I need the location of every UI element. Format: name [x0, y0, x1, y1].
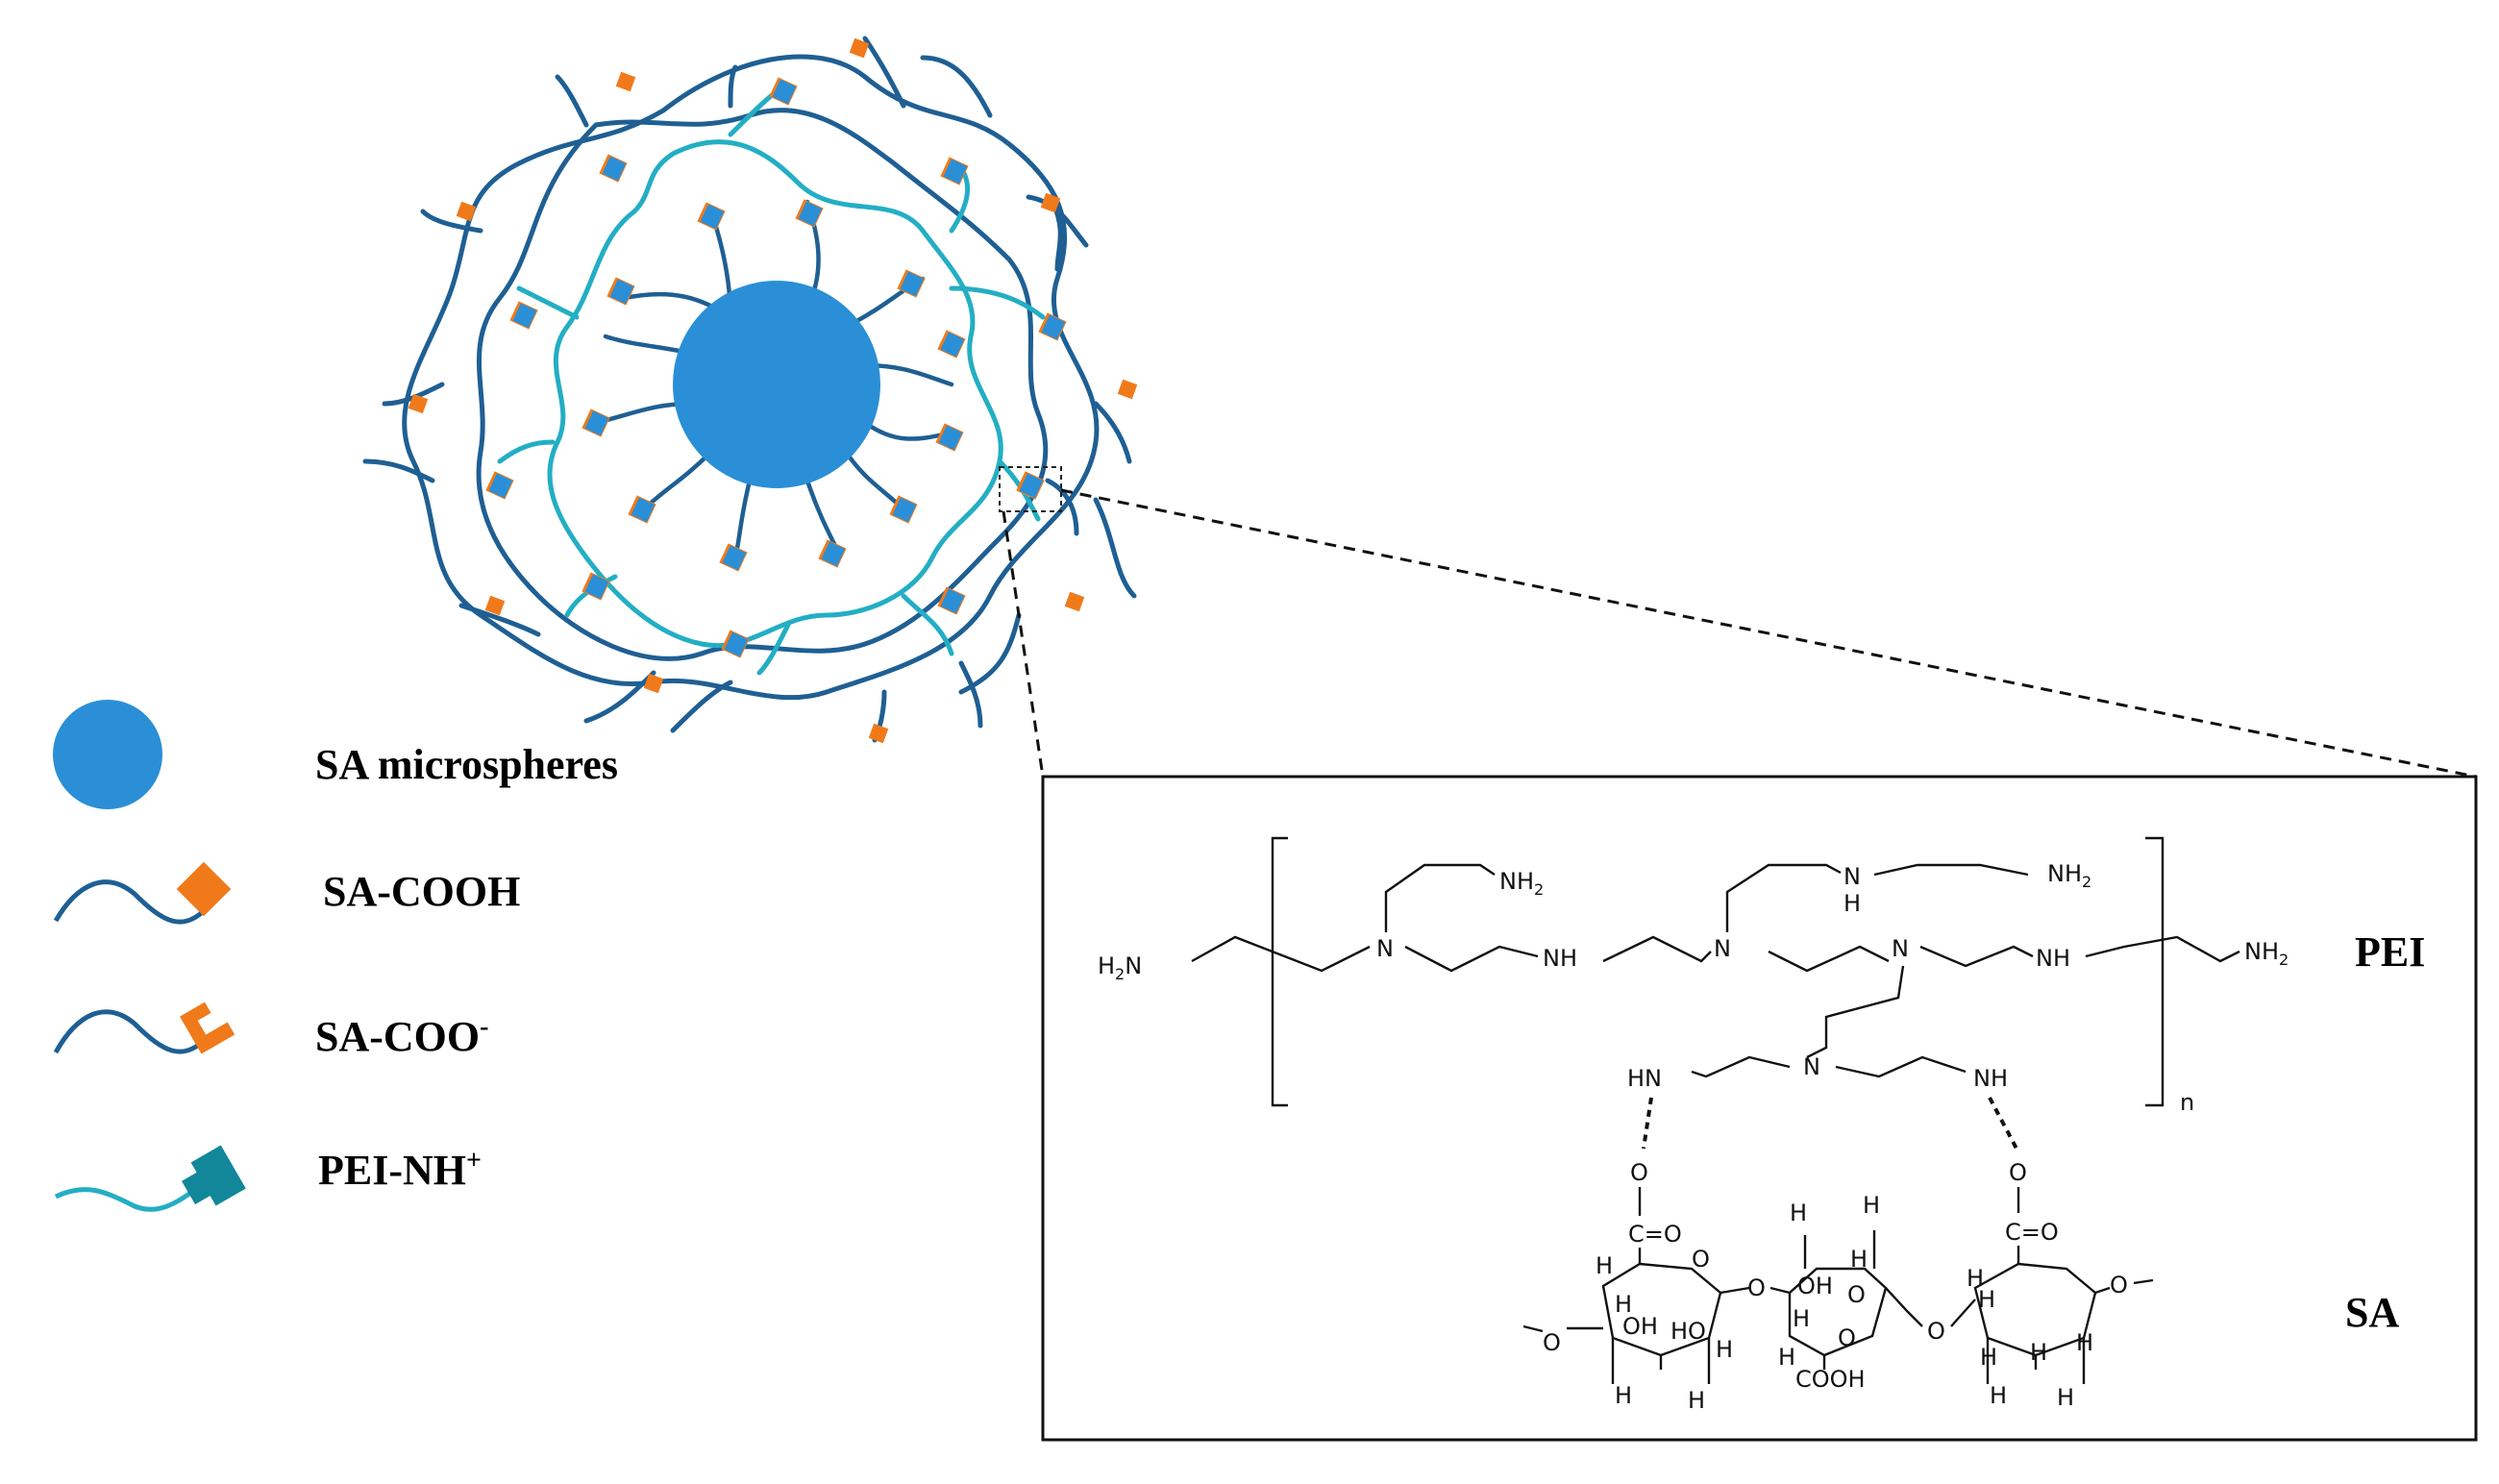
blue-circle-icon — [53, 700, 162, 809]
cooh-marker — [643, 673, 664, 694]
pei-nh2-c: NH2 — [2244, 938, 2289, 969]
cooh-marker — [1064, 591, 1085, 612]
pei-nh-top: N — [1843, 863, 1861, 890]
pei-nh2: NH — [2036, 945, 2070, 972]
pei-n4: N — [1803, 1053, 1820, 1080]
sa-h: H — [2030, 1339, 2047, 1366]
cooh-marker — [849, 37, 870, 59]
hydrogen-bond-left — [1642, 1097, 1653, 1150]
sa-h: H — [1990, 1382, 2007, 1409]
legend-label-sa-coo-text: SA-COO — [315, 1013, 480, 1060]
junction-markers — [485, 77, 1067, 658]
hydrogen-bond-right — [1988, 1097, 2018, 1150]
sa-h: H — [2057, 1384, 2074, 1411]
legend-label-sa-microspheres: SA microspheres — [315, 741, 618, 788]
sa-h: H — [1793, 1305, 1810, 1332]
sa-co-right: C=O — [2005, 1219, 2059, 1246]
legend-item-sa-microspheres: SA microspheres — [53, 700, 618, 809]
pei-structure: n H2N N NH N N NH NH2 NH2 N H NH2 N HN N… — [1098, 836, 2425, 1116]
legend-label-pei-nh: PEI-NH+ — [318, 1146, 482, 1194]
wavy-line-orange-hook-icon — [53, 1002, 235, 1054]
pei-label: PEI — [2355, 928, 2425, 976]
sa-end-o-right: O — [2110, 1272, 2128, 1298]
cooh-marker — [408, 393, 429, 414]
sa-h: H — [1790, 1200, 1807, 1226]
sa-oh2: OH — [1797, 1273, 1833, 1299]
sa-h: H — [1863, 1192, 1880, 1219]
legend-item-sa-cooh: SA-COOH — [53, 861, 520, 925]
cyan-line-teal-node-icon — [54, 1145, 246, 1212]
sa-link-o2: O — [1927, 1318, 1945, 1345]
right-bracket — [2145, 836, 2165, 1107]
cooh-marker — [456, 201, 477, 222]
sa-ring-o1: O — [1692, 1246, 1710, 1273]
legend-label-sa-cooh: SA-COOH — [323, 868, 520, 915]
sa-ring-o2: O — [1847, 1281, 1866, 1308]
legend-label-sa-coo-sup: - — [480, 1012, 488, 1042]
sa-end-o-left: O — [1543, 1329, 1561, 1356]
sa-h: H — [1688, 1387, 1705, 1414]
sa-h: H — [1850, 1246, 1868, 1273]
sa-ring-o3: O — [1838, 1324, 1856, 1351]
repeat-index: n — [2180, 1089, 2194, 1116]
pei-nh-top-h: H — [1843, 890, 1861, 917]
pei-n3: N — [1892, 935, 1909, 962]
microsphere-cluster — [362, 36, 1138, 744]
sa-oh1: OH — [1622, 1313, 1658, 1340]
sa-h: H — [1978, 1286, 1995, 1313]
sa-o-left: O — [1630, 1159, 1648, 1186]
wavy-line-orange-diamond-icon — [53, 861, 232, 925]
sa-h: H — [1615, 1291, 1632, 1318]
pei-hn-left: HN — [1627, 1065, 1662, 1092]
sa-co-left: C=O — [1628, 1221, 1682, 1248]
pei-n1: N — [1376, 935, 1394, 962]
sa-o-right: O — [2009, 1159, 2027, 1186]
zoom-region-box — [999, 466, 1062, 512]
structure-panel — [1041, 775, 2478, 1442]
cooh-marker — [868, 723, 889, 744]
pei-n2: N — [1714, 935, 1731, 962]
legend-label-sa-coo: SA-COO- — [315, 1012, 488, 1060]
sa-h: H — [1716, 1336, 1733, 1363]
sa-h: H — [1596, 1252, 1613, 1279]
pei-nh1: NH — [1543, 945, 1577, 972]
sa-ho1: HO — [1670, 1318, 1706, 1345]
sa-structure: O C=O O C=O O H H OH HO H H H O O OH H H… — [1522, 1159, 2399, 1414]
legend-item-pei-nh: PEI-NH+ — [54, 1145, 482, 1212]
sa-h: H — [1615, 1382, 1632, 1409]
legend: SA microspheres SA-COOH SA-COO- — [53, 700, 618, 1212]
pei-nh2-b: NH2 — [2047, 860, 2091, 891]
sa-h: H — [1967, 1265, 1984, 1292]
pei-nh2-a: NH2 — [1499, 868, 1544, 899]
cooh-marker — [1040, 192, 1061, 213]
cooh-terminal-markers — [408, 37, 1138, 744]
legend-label-pei-nh-text: PEI-NH — [318, 1147, 466, 1194]
cooh-marker — [484, 595, 506, 616]
sa-microsphere-core — [673, 281, 880, 488]
zoom-connectors — [1002, 488, 2477, 779]
sa-cooh: COOH — [1795, 1366, 1866, 1393]
cooh-marker — [1117, 379, 1138, 400]
h2n-left: H2N — [1098, 952, 1142, 983]
sa-label: SA — [2345, 1289, 2399, 1336]
legend-label-pei-nh-sup: + — [466, 1146, 482, 1175]
sa-h: H — [1778, 1344, 1795, 1371]
legend-item-sa-coo: SA-COO- — [53, 1002, 488, 1060]
pei-nh-right: NH — [1973, 1065, 2008, 1092]
sa-link-o1: O — [1747, 1274, 1766, 1301]
cooh-marker — [615, 71, 636, 92]
left-bracket — [1271, 836, 1288, 1107]
